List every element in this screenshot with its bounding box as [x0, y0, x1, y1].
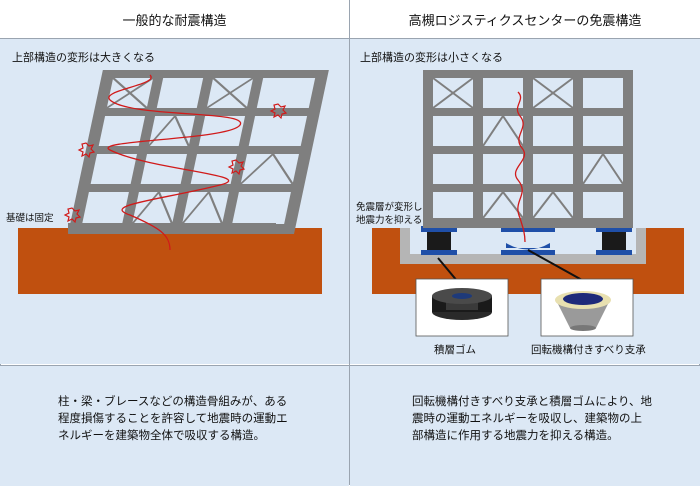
damage-mark-icon: [63, 207, 82, 224]
left-building: [68, 70, 329, 234]
right-title: 高槻ロジスティクスセンターの免震構造: [350, 0, 700, 39]
isolation-label-2: 地震力を抑える: [356, 215, 423, 226]
damage-mark-icon: [77, 142, 96, 159]
damage-mark-icon: [269, 103, 288, 120]
left-title: 一般的な耐震構造: [0, 0, 349, 39]
pointer-rubber: [437, 257, 459, 283]
pointer-slider: [527, 249, 583, 281]
left-ground: [18, 228, 322, 294]
slider-bearing-icon: [506, 243, 550, 250]
left-description-box: [0, 365, 349, 486]
laminated-rubber-icon: [432, 288, 492, 320]
slider-label: 回転機構付きすべり支承: [531, 344, 646, 356]
left-caption: 上部構造の変形は大きくなる: [12, 51, 155, 64]
right-building: [423, 70, 633, 228]
damage-mark-icon: [227, 159, 246, 176]
center-divider: [349, 0, 350, 485]
sliding-bearing-icon: [555, 291, 611, 331]
rubber-bearing-icon: [602, 232, 626, 250]
right-caption: 上部構造の変形は小さくなる: [360, 51, 503, 64]
right-seismic-wave: [515, 91, 526, 243]
left-description: 柱・梁・ブレースなどの構造骨組みが、ある程度損傷することを許容して地震時の運動エ…: [58, 394, 288, 442]
isolation-label-1: 免震層が変形し: [356, 202, 423, 213]
foundation-label: 基礎は固定: [6, 213, 54, 224]
rubber-label: 積層ゴム: [434, 344, 476, 356]
left-seismic-wave: [107, 74, 241, 251]
right-description: 回転機構付きすべり支承と積層ゴムにより、地震時の運動エネルギーを吸収し、建築物の…: [412, 394, 653, 442]
right-description-box: [350, 365, 700, 486]
rubber-bearing-icon: [427, 232, 451, 250]
